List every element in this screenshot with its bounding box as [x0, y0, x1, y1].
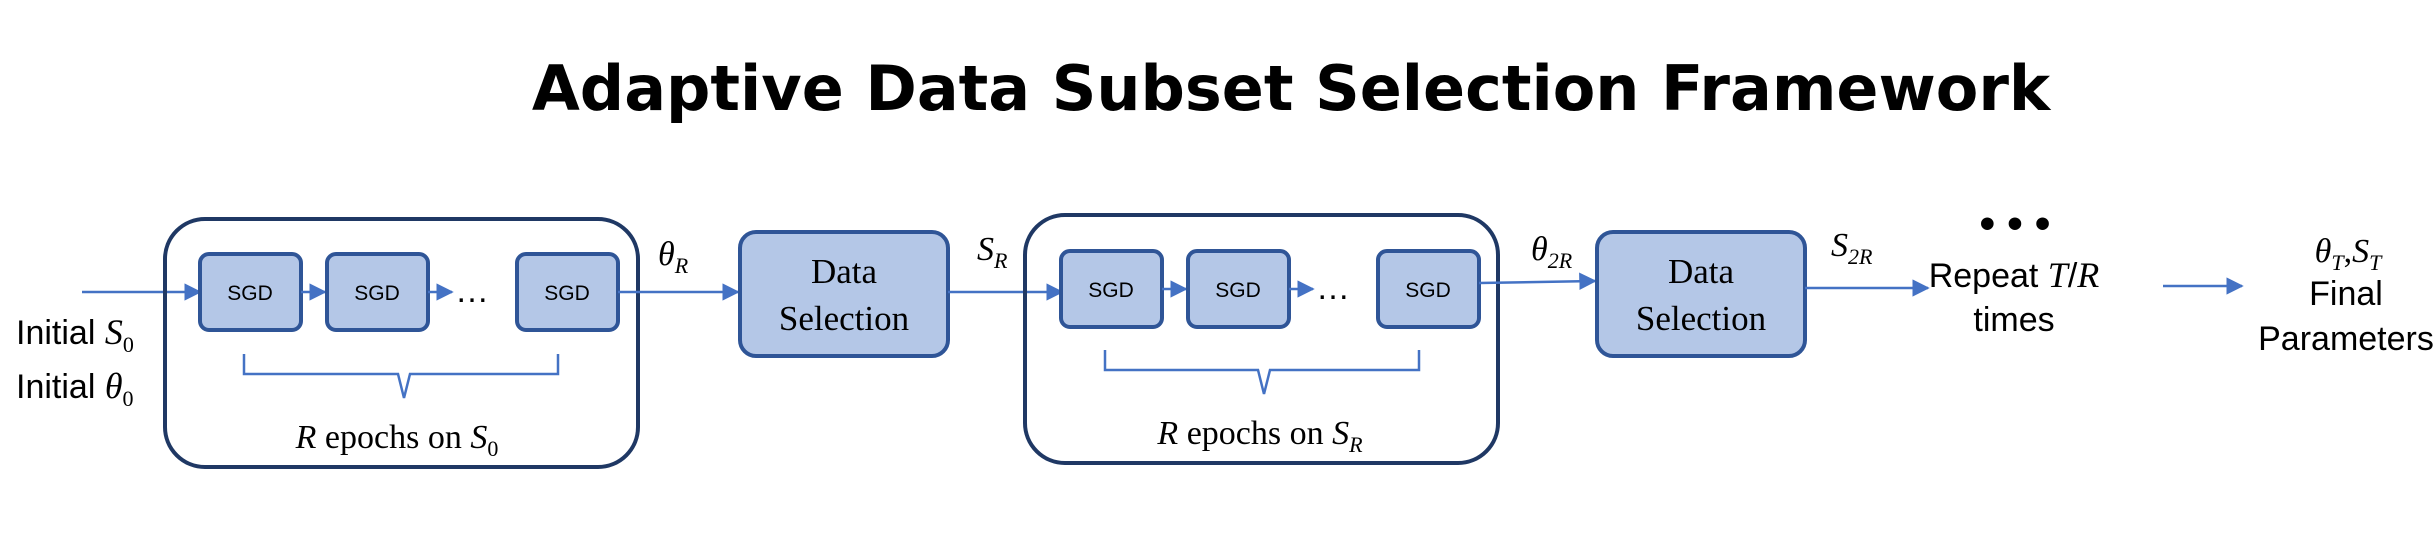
stage2-sgd-2: SGD: [1186, 249, 1291, 329]
data-selection-box-1: Data Selection: [738, 230, 950, 358]
svg-text:SGD: SGD: [354, 282, 400, 305]
initial-s-label: Initial S0: [16, 312, 134, 357]
stage2-container: [1023, 213, 1500, 465]
svg-text:SGD: SGD: [1405, 279, 1451, 302]
stage1-sgd-3: SGD: [515, 252, 620, 332]
svg-text:Selection: Selection: [779, 299, 909, 338]
diagram-title: Adaptive Data Subset Selection Framework: [532, 52, 2052, 125]
final-line3: Parameters: [2258, 320, 2434, 358]
svg-text:SGD: SGD: [1088, 279, 1134, 302]
s-2r-label: S2R: [1831, 227, 1873, 269]
stage1-sgd-2: SGD: [325, 252, 430, 332]
stage1-brace: [242, 354, 560, 399]
theta-2r-arrow: [1478, 272, 1597, 291]
final-line2: Final: [2309, 275, 2383, 313]
continuation-dots: • • •: [1980, 199, 2051, 248]
s-r-label: SR: [977, 231, 1008, 273]
stage1-container: [163, 217, 640, 469]
stage2-caption: R epochs on SR: [1156, 415, 1363, 457]
theta-r-label: θR: [658, 236, 689, 278]
initial-theta-label: Initial θ0: [16, 366, 134, 411]
repeat-line1: Repeat T/R: [1929, 255, 2100, 295]
svg-text:SGD: SGD: [227, 282, 273, 305]
svg-text:Selection: Selection: [1636, 299, 1766, 338]
svg-text:Data: Data: [811, 252, 878, 291]
stage2-brace: [1103, 350, 1421, 395]
final-symbols: θT,ST: [2315, 233, 2383, 275]
theta-2r-label: θ2R: [1531, 231, 1573, 273]
stage2-ellipsis: …: [1316, 269, 1350, 307]
data-selection-box-2: Data Selection: [1595, 230, 1807, 358]
svg-text:Data: Data: [1668, 252, 1735, 291]
stage1-caption: R epochs on S0: [295, 419, 499, 461]
stage1-sgd-1: SGD: [198, 252, 303, 332]
stage1-ellipsis: …: [455, 272, 489, 310]
svg-text:SGD: SGD: [544, 282, 590, 305]
svg-text:SGD: SGD: [1215, 279, 1261, 302]
stage2-sgd-3: SGD: [1376, 249, 1481, 329]
repeat-line2: times: [1973, 301, 2054, 339]
stage2-sgd-1: SGD: [1059, 249, 1164, 329]
